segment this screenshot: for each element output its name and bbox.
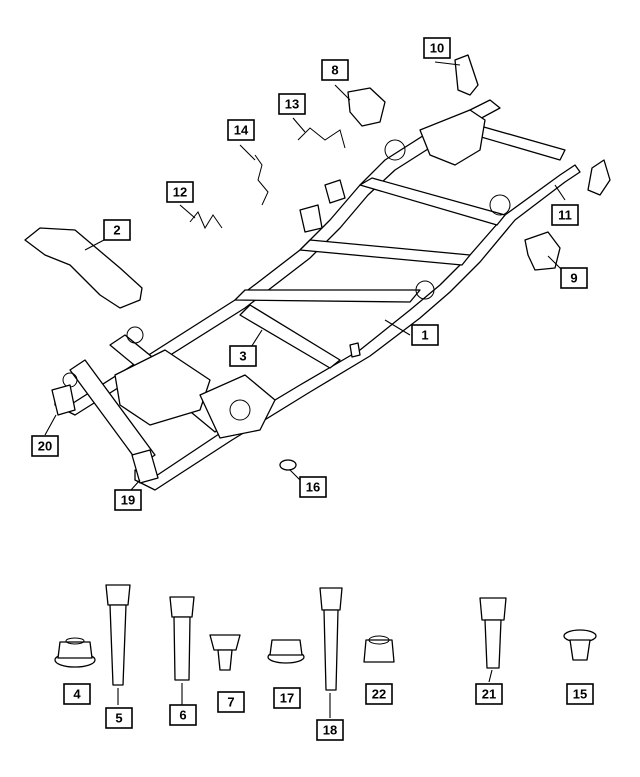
callout-18: 18 <box>316 719 344 741</box>
svg-text:14: 14 <box>234 123 249 138</box>
svg-text:21: 21 <box>482 687 496 702</box>
leader-lines <box>44 61 569 718</box>
part-22-hex-nut <box>363 635 395 663</box>
svg-text:12: 12 <box>173 185 187 200</box>
part-5-long-bolt <box>105 584 131 686</box>
callout-17: 17 <box>273 687 301 709</box>
callout-16: 16 <box>299 476 327 498</box>
callout-14: 14 <box>227 119 255 141</box>
callout-2: 2 <box>103 219 131 241</box>
part-2-bracket <box>24 227 143 309</box>
callout-21: 21 <box>475 683 503 705</box>
part-12-clip <box>189 211 223 230</box>
callout-6: 6 <box>169 704 197 726</box>
callout-8: 8 <box>321 59 349 81</box>
svg-text:2: 2 <box>113 223 120 238</box>
callout-19: 19 <box>114 489 142 511</box>
callout-22: 22 <box>365 683 393 705</box>
callout-15: 15 <box>566 683 594 705</box>
part-18-stud-bolt <box>319 587 343 691</box>
part-16-plug <box>279 459 297 471</box>
callout-5: 5 <box>105 707 133 729</box>
callout-13: 13 <box>278 93 306 115</box>
part-8-bracket <box>347 87 386 127</box>
svg-text:11: 11 <box>558 208 572 223</box>
svg-text:13: 13 <box>285 97 299 112</box>
svg-text:3: 3 <box>239 349 246 364</box>
svg-text:1: 1 <box>421 328 428 343</box>
callout-10: 10 <box>423 37 451 59</box>
part-13-strap <box>297 127 346 149</box>
part-4-flange-nut <box>54 637 96 668</box>
svg-text:10: 10 <box>430 41 444 56</box>
svg-text:9: 9 <box>570 271 577 286</box>
callout-7: 7 <box>217 691 245 713</box>
part-11-bracket <box>587 159 611 196</box>
callout-1: 1 <box>411 324 439 346</box>
callout-11: 11 <box>551 204 579 226</box>
frame-assembly <box>51 99 581 491</box>
svg-text:16: 16 <box>306 480 320 495</box>
svg-text:20: 20 <box>38 439 52 454</box>
svg-text:17: 17 <box>280 691 294 706</box>
part-6-shoulder-bolt <box>169 596 195 681</box>
svg-text:19: 19 <box>121 493 135 508</box>
svg-text:15: 15 <box>573 687 587 702</box>
part-10-bracket <box>454 54 479 96</box>
svg-text:22: 22 <box>372 687 386 702</box>
callout-20: 20 <box>31 435 59 457</box>
callout-9: 9 <box>560 267 588 289</box>
part-14-strap <box>254 154 269 206</box>
part-15-plug <box>563 629 597 661</box>
svg-text:4: 4 <box>73 687 81 702</box>
callout-3: 3 <box>229 345 257 367</box>
svg-text:5: 5 <box>115 711 122 726</box>
part-7-cage-nut <box>209 634 241 671</box>
callout-12: 12 <box>166 181 194 203</box>
part-9-bracket <box>524 231 561 271</box>
svg-text:18: 18 <box>323 723 337 738</box>
svg-text:6: 6 <box>179 708 186 723</box>
part-17-flange-nut <box>267 639 305 664</box>
svg-text:8: 8 <box>331 63 338 78</box>
svg-text:7: 7 <box>227 695 234 710</box>
part-21-bolt <box>479 597 507 669</box>
callout-4: 4 <box>63 683 91 705</box>
